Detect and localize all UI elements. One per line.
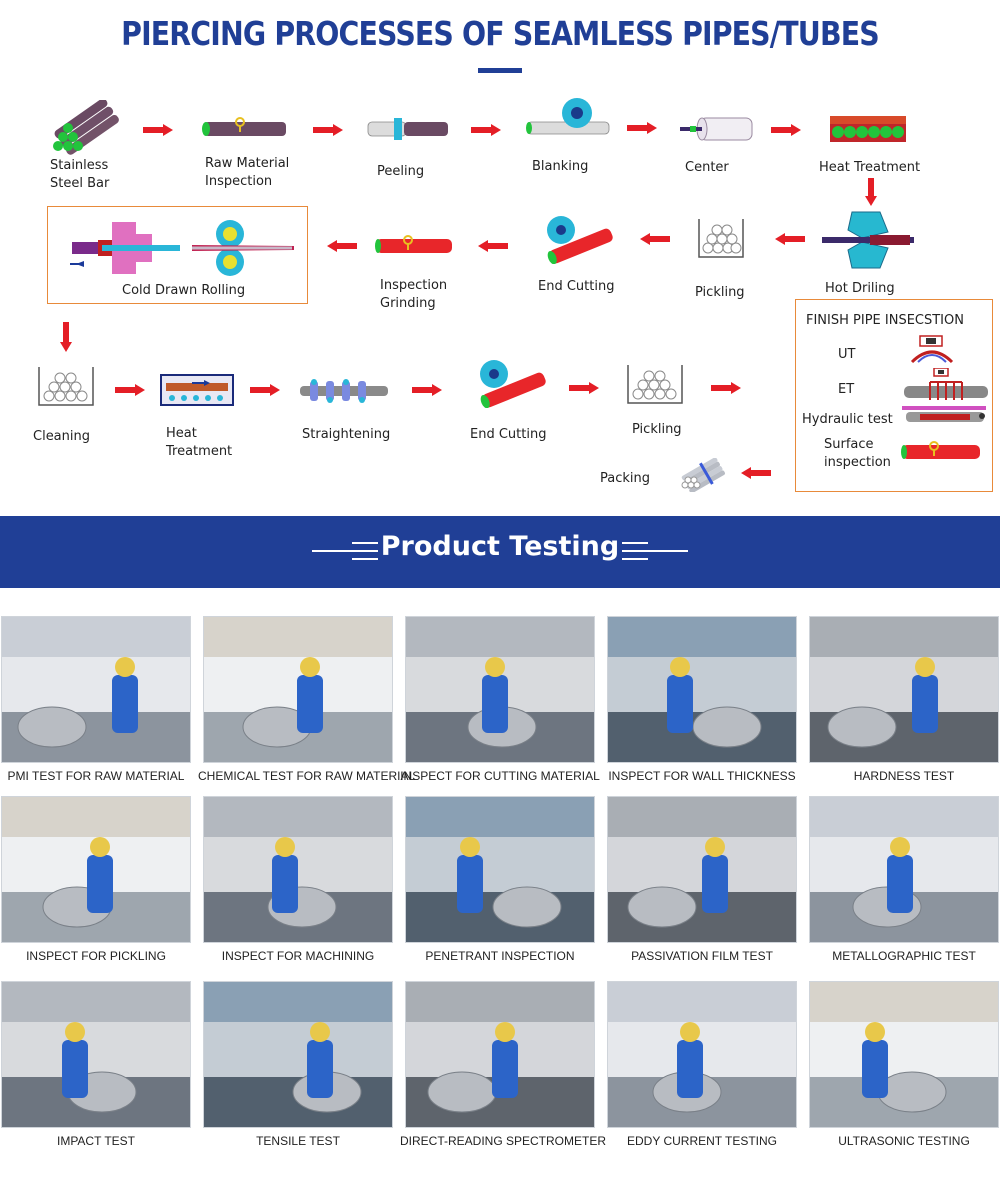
pickling-tank-icon bbox=[698, 219, 744, 258]
product-testing-title: Product Testing bbox=[380, 531, 620, 562]
test-caption: METALLOGRAPHIC TEST bbox=[832, 949, 976, 963]
finish-inspection-title: FINISH PIPE INSECSTION bbox=[806, 313, 964, 328]
steel-bar-bundle-icon bbox=[53, 100, 119, 155]
step-straightening: Straightening bbox=[302, 427, 391, 442]
finish-hydraulic-label: Hydraulic test bbox=[802, 412, 893, 427]
test-photo bbox=[809, 796, 999, 943]
test-photo bbox=[203, 981, 393, 1128]
test-photo bbox=[405, 796, 595, 943]
step-end-cutting-1: End Cutting bbox=[538, 279, 615, 294]
heat-treatment-furnace-icon bbox=[160, 374, 234, 406]
arrow-left-icon bbox=[640, 233, 670, 245]
step-cleaning: Cleaning bbox=[33, 429, 90, 444]
ut-probe-icon bbox=[910, 335, 954, 364]
cold-drawn-rolling-box bbox=[47, 206, 308, 304]
title-underline bbox=[478, 68, 522, 73]
test-caption: ULTRASONIC TESTING bbox=[838, 1134, 970, 1148]
test-caption: CHEMICAL TEST FOR RAW MATERIAL bbox=[198, 769, 416, 783]
arrow-right-icon bbox=[627, 122, 657, 134]
finish-pipe-inspection-box bbox=[795, 299, 993, 492]
hot-driling-icon bbox=[822, 211, 914, 269]
et-coil-icon bbox=[904, 368, 988, 400]
arrow-right-icon bbox=[412, 384, 442, 396]
arrow-right-icon bbox=[711, 382, 741, 394]
product-testing-banner bbox=[0, 516, 1000, 588]
raw-material-pipe-icon bbox=[202, 117, 286, 136]
arrow-left-icon bbox=[478, 240, 508, 252]
test-photo bbox=[1, 981, 191, 1128]
test-photo bbox=[1, 796, 191, 943]
test-photo bbox=[405, 981, 595, 1128]
arrow-right-icon bbox=[771, 124, 801, 136]
step-pickling-1: Pickling bbox=[695, 285, 745, 300]
blanking-saw-icon bbox=[526, 98, 610, 135]
arrow-right-icon bbox=[313, 124, 343, 136]
arrow-right-icon bbox=[569, 382, 599, 394]
step-end-cutting-2: End Cutting bbox=[470, 427, 547, 442]
center-drill-icon bbox=[680, 117, 753, 141]
test-photo bbox=[405, 616, 595, 763]
hydraulic-test-icon bbox=[902, 406, 986, 422]
end-cutting-saw-icon bbox=[547, 216, 613, 264]
cleaning-tank-icon bbox=[38, 367, 94, 406]
arrow-left-icon bbox=[327, 240, 357, 252]
test-photo bbox=[607, 981, 797, 1128]
arrow-right-icon bbox=[143, 124, 173, 136]
test-caption: TENSILE TEST bbox=[256, 1134, 340, 1148]
test-caption: EDDY CURRENT TESTING bbox=[626, 1134, 778, 1148]
step-inspection-grinding: Inspection Grinding bbox=[380, 278, 448, 311]
step-hot-driling: Hot Driling bbox=[825, 281, 895, 296]
step-blanking: Blanking bbox=[532, 159, 589, 174]
test-caption: IMPACT TEST bbox=[56, 1134, 135, 1148]
step-heat-treatment: Heat Treatment bbox=[819, 160, 921, 175]
step-stainless-steel-bar: Stainless Steel Bar bbox=[50, 158, 110, 191]
arrow-down-icon bbox=[60, 322, 72, 356]
finish-surface-label: Surface inspection bbox=[824, 437, 891, 470]
test-caption: INSPECT FOR WALL THICKNESS bbox=[608, 769, 796, 783]
test-photo bbox=[607, 796, 797, 943]
banner-lines-left-icon bbox=[312, 542, 378, 560]
step-cold-drawn-rolling: Cold Drawn Rolling bbox=[122, 283, 246, 298]
arrow-down-icon bbox=[865, 178, 877, 210]
step-packing: Packing bbox=[600, 471, 651, 486]
step-pickling-2: Pickling bbox=[632, 422, 682, 437]
grinding-pipe-icon bbox=[375, 235, 452, 253]
test-photo bbox=[203, 796, 393, 943]
step-raw-material-inspection: Raw Material Inspection bbox=[205, 156, 290, 189]
step-peeling: Peeling bbox=[377, 164, 425, 179]
packing-bundle-icon bbox=[681, 458, 725, 492]
step-heat-treatment-2: Heat Treatment bbox=[166, 426, 233, 459]
pickling-tank-icon-2 bbox=[627, 365, 683, 404]
banner-lines-right-icon bbox=[622, 542, 688, 560]
peeling-pipe-icon bbox=[367, 118, 448, 140]
page-title: PIERCING PROCESSES OF SEAMLESS PIPES/TUB… bbox=[121, 14, 880, 53]
test-caption: PMI TEST FOR RAW MATERIAL bbox=[7, 769, 185, 783]
arrow-left-icon bbox=[775, 233, 805, 245]
finish-et-label: ET bbox=[838, 382, 855, 397]
surface-inspection-pipe-icon bbox=[901, 441, 980, 459]
test-photo bbox=[203, 616, 393, 763]
rolling-mill-icon bbox=[192, 220, 294, 276]
test-caption: DIRECT-READING SPECTROMETER bbox=[400, 1134, 607, 1148]
cold-drawing-die-icon bbox=[68, 222, 180, 274]
test-caption: PENETRANT INSPECTION bbox=[425, 949, 575, 963]
test-photo bbox=[607, 616, 797, 763]
end-cutting-saw-icon-2 bbox=[480, 360, 546, 408]
straightening-rollers-icon bbox=[300, 379, 388, 403]
test-caption: INSPECT FOR MACHINING bbox=[221, 949, 375, 963]
test-photo bbox=[1, 616, 191, 763]
test-caption: HARDNESS TEST bbox=[853, 769, 955, 783]
test-caption: PASSIVATION FILM TEST bbox=[631, 949, 773, 963]
test-caption: INSPECT FOR PICKLING bbox=[26, 949, 166, 963]
heat-furnace-icon bbox=[830, 116, 906, 142]
finish-ut-label: UT bbox=[838, 347, 856, 362]
arrow-right-icon bbox=[471, 124, 501, 136]
test-photo bbox=[809, 616, 999, 763]
arrow-right-icon bbox=[250, 384, 280, 396]
test-photo bbox=[809, 981, 999, 1128]
test-caption: INSPECT FOR CUTTING MATERIAL bbox=[400, 769, 600, 783]
arrow-right-icon bbox=[115, 384, 145, 396]
arrow-left-icon bbox=[741, 467, 771, 479]
step-center: Center bbox=[685, 160, 729, 175]
